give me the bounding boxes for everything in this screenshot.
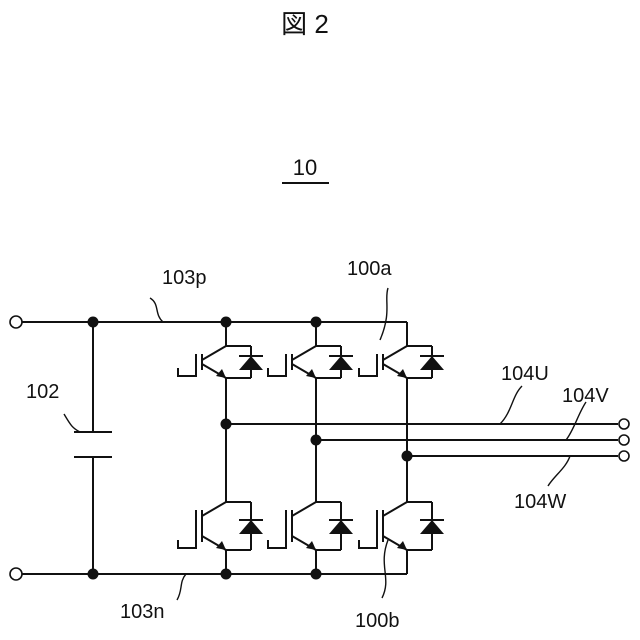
switch-cell-u-lower [178, 478, 263, 574]
label-positive-bus: 103p [162, 267, 207, 289]
output-terminal-u [619, 419, 629, 429]
positive-input-terminal [10, 316, 22, 328]
label-upper-switch: 100a [347, 258, 392, 280]
label-output-u: 104U [501, 363, 549, 385]
output-terminal-w [619, 451, 629, 461]
phase-legs [178, 322, 444, 574]
capacitor [74, 322, 112, 574]
label-lower-switch: 100b [355, 610, 400, 632]
leader-lines [64, 288, 586, 600]
label-negative-bus: 103n [120, 601, 165, 623]
negative-input-terminal [10, 568, 22, 580]
switch-cell-w-lower [359, 478, 444, 574]
switch-cell-u-upper [178, 322, 263, 402]
figure-title: 図 2 [281, 9, 329, 39]
label-output-v: 104V [562, 385, 609, 407]
switch-cell-v-upper [268, 322, 353, 402]
switch-cell-v-lower [268, 478, 353, 574]
reference-number: 10 [293, 155, 317, 180]
label-output-w: 104W [514, 491, 566, 513]
label-capacitor: 102 [26, 381, 59, 403]
switch-cell-w-upper [359, 322, 444, 402]
output-terminal-v [619, 435, 629, 445]
